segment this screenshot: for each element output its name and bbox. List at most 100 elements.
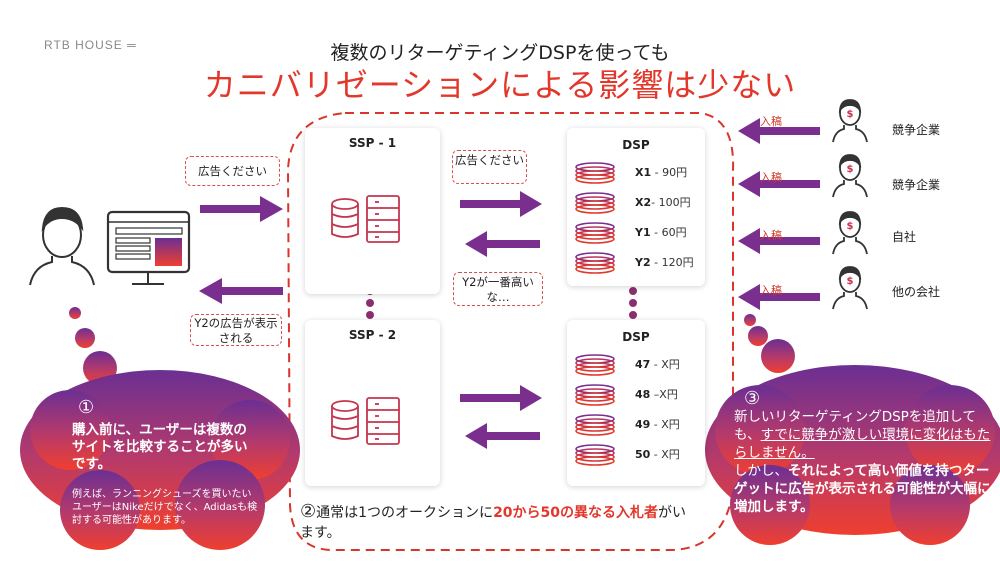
advertiser-icon: $ [832, 265, 868, 315]
bid-price: - X円 [650, 448, 680, 461]
bid-stack-icon [575, 222, 615, 244]
server-icon [331, 397, 400, 445]
svg-text:$: $ [847, 221, 854, 232]
bidder-name: 48 [635, 388, 651, 401]
monitor-icon [106, 210, 191, 285]
cloud-3-text-c: しかし、 [734, 463, 788, 479]
dsp-bid-row: Y2 - 120円 [573, 252, 701, 274]
auction-dashed-frame [286, 112, 735, 551]
cloud-1-sub-text: 例えば、ランニングシューズを買いたいユーザーはNikeだけでなく、Adidasも… [72, 489, 258, 526]
bid-stack-icon [575, 414, 615, 436]
note-2-number: ② [300, 501, 317, 522]
cloud-3-text-underlined: すでに競争が激しい環境に変化はもたらしません。 [734, 427, 991, 461]
server-icon [331, 195, 400, 243]
dsp-bid-row: 49 - X円 [573, 414, 701, 436]
competitor-label-2: 入稿 [760, 171, 782, 184]
bid-price: - 120円 [650, 256, 694, 269]
arrow-competitor-2 [738, 171, 820, 197]
competitor-name-2: 競争企業 [892, 178, 941, 192]
title-line-2: カニバリゼーションによる影響は少ない [203, 66, 797, 104]
cloud-1-number: ① [78, 397, 95, 418]
bidder-name: X1 [635, 166, 652, 179]
dsp-bid-row: 50 - X円 [573, 444, 701, 466]
arrow-other-company [738, 284, 820, 310]
title-line-1: 複数のリターゲティングDSPを使っても [330, 42, 670, 64]
own-company-label: 入稿 [760, 229, 782, 242]
bid-stack-icon [575, 444, 615, 466]
arrow-competitor-1 [738, 118, 820, 144]
bid-price: - 90円 [651, 166, 688, 179]
bid-price: - 100円 [651, 196, 691, 209]
arrow-ssp-to-user [199, 278, 283, 304]
arrow-ssp2-to-dsp2 [460, 385, 542, 411]
cloud-1-main-text: 購入前に、ユーザーは複数のサイトを比較することが多いです。 [72, 422, 248, 472]
dsp-bid-row: 47 - X円 [573, 354, 701, 376]
competitor-label-1: 入稿 [760, 115, 782, 128]
ad-request-bubble-user: 広告ください [185, 156, 280, 186]
bid-label: Y1 - 60円 [635, 224, 687, 240]
bidder-name: X2 [635, 196, 652, 209]
ssp-1-title: SSP - 1 [348, 136, 397, 150]
bid-label: 49 - X円 [635, 416, 680, 432]
user-icon [29, 206, 95, 286]
competitor-name-1: 競争企業 [892, 123, 941, 137]
advertiser-icon: $ [832, 98, 868, 148]
bid-stack-icon [575, 384, 615, 406]
svg-text:$: $ [847, 164, 854, 175]
arrow-dsp2-to-ssp2 [465, 423, 540, 449]
other-company-label: 入稿 [760, 284, 782, 297]
arrow-ssp1-to-dsp1 [460, 191, 542, 217]
bid-price: –X円 [650, 388, 678, 401]
advertiser-icon: $ [832, 153, 868, 203]
cloud-3-text-bold: それによって高い価値を持つターゲットに広告が表示される可能性が大幅に増加します。 [734, 463, 991, 515]
bid-label: Y2 - 120円 [635, 254, 694, 270]
dsp-bid-row: X1 - 90円 [573, 162, 701, 184]
arrow-dsp1-to-ssp1 [465, 231, 540, 257]
note-2-text-post: がいます。 [300, 505, 687, 541]
dsp-2-title: DSP [622, 330, 650, 344]
own-company-name: 自社 [892, 230, 917, 244]
bid-label: X1 - 90円 [635, 164, 687, 180]
svg-text:$: $ [847, 109, 854, 120]
bidder-name: Y1 [635, 226, 651, 239]
note-2-highlight: 20から50の異なる入札者 [493, 505, 659, 521]
bid-stack-icon [575, 162, 615, 184]
bid-price: - X円 [650, 358, 680, 371]
bidder-name: Y2 [635, 256, 651, 269]
cloud-right [705, 314, 1000, 545]
ssp-1-panel: SSP - 1 [305, 128, 440, 294]
cloud-3-text-a: 新しいリターゲティングDSPを追加しても、 [734, 409, 976, 443]
bid-label: 47 - X円 [635, 356, 680, 372]
bid-stack-icon [575, 252, 615, 274]
dsp-bid-row: X2- 100円 [573, 192, 701, 214]
rtb-house-logo: RTB HOUSE ═ [44, 38, 137, 52]
bid-label: 48 –X円 [635, 386, 678, 402]
bid-price: - 60円 [650, 226, 687, 239]
dsp-1-panel: DSP X1 - 90円 X2- 100円 Y1 - 60円 Y2 - 120円 [567, 128, 705, 286]
bid-stack-icon [575, 192, 615, 214]
advertiser-icon: $ [832, 210, 868, 260]
bid-label: 50 - X円 [635, 446, 680, 462]
dsp-bid-row: 48 –X円 [573, 384, 701, 406]
note-2-text-pre: 通常は1つのオークションに [316, 505, 494, 521]
y2-shown-bubble: Y2の広告が表示される [190, 314, 282, 346]
cloud-3-text: 新しいリターゲティングDSPを追加しても、すでに競争が激しい環境に変化はもたらし… [734, 408, 992, 516]
dsp-1-title: DSP [622, 138, 650, 152]
bid-stack-icon [575, 354, 615, 376]
bidder-name: 47 [635, 358, 651, 371]
bidder-name: 49 [635, 418, 651, 431]
ssp-2-title: SSP - 2 [348, 328, 397, 342]
auction-note: ②通常は1つのオークションに20から50の異なる入札者がいます。 [300, 502, 695, 543]
other-company-name: 他の会社 [892, 285, 941, 299]
dsp-dot [629, 287, 637, 295]
bid-label: X2- 100円 [635, 194, 691, 210]
svg-text:$: $ [847, 276, 854, 287]
highest-bid-bubble: Y2が一番高いな… [453, 272, 543, 306]
dsp-bid-row: Y1 - 60円 [573, 222, 701, 244]
bidder-name: 50 [635, 448, 651, 461]
arrow-user-to-ssp [200, 196, 283, 222]
ssp-2-panel: SSP - 2 [305, 320, 440, 486]
bid-price: - X円 [650, 418, 680, 431]
